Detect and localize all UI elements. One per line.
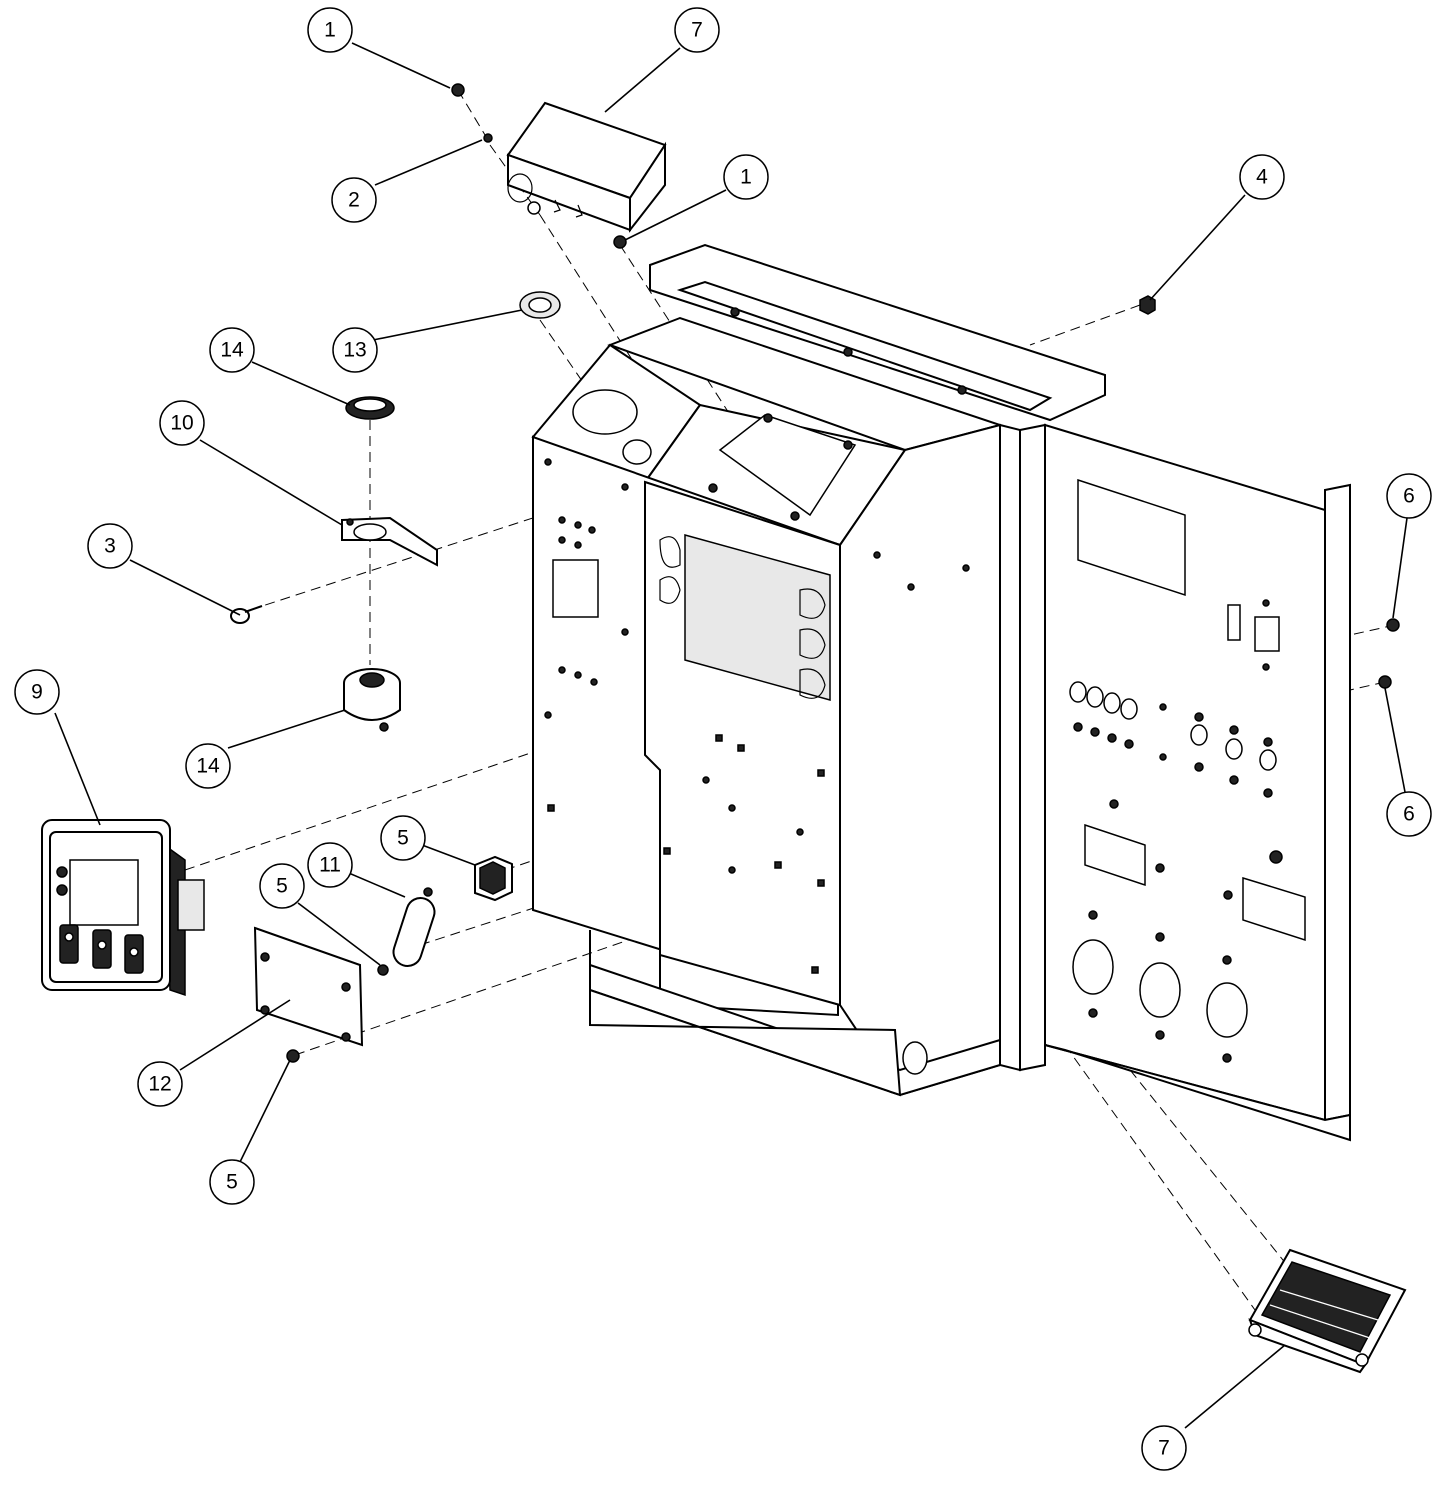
ferrite-part-14-bottom xyxy=(343,668,401,732)
callout-10: 10 xyxy=(159,400,205,446)
callout-5-bottom: 5 xyxy=(209,1159,255,1205)
svg-text:4: 4 xyxy=(1256,166,1268,189)
plate-part-12 xyxy=(253,926,364,1047)
callout-6-top: 6 xyxy=(1386,473,1432,519)
ferrite-part-14-top xyxy=(345,396,395,420)
nut-part-6-top xyxy=(1386,618,1400,632)
nut-part-6-bottom xyxy=(1378,675,1392,689)
svg-text:9: 9 xyxy=(31,681,43,704)
svg-text:11: 11 xyxy=(319,854,341,877)
switch-part-5 xyxy=(474,855,513,902)
svg-text:14: 14 xyxy=(220,339,244,362)
screw-part-1-right xyxy=(613,235,627,249)
callout-13: 13 xyxy=(332,327,378,373)
screw-part-5-left xyxy=(377,964,389,976)
body-holes xyxy=(544,458,825,974)
screw-part-5-bottom xyxy=(286,1049,300,1063)
callout-3: 3 xyxy=(87,523,133,569)
callout-6-bottom: 6 xyxy=(1386,791,1432,837)
svg-text:12: 12 xyxy=(148,1073,171,1096)
callout-5-switch: 5 xyxy=(380,815,426,861)
relay-box-part xyxy=(506,101,667,233)
leader-lines xyxy=(54,42,1408,1429)
callout-14-top: 14 xyxy=(209,327,255,373)
svg-text:5: 5 xyxy=(397,827,409,850)
callout-2: 2 xyxy=(331,177,377,223)
svg-text:2: 2 xyxy=(348,189,360,212)
callout-12: 12 xyxy=(137,1061,183,1107)
svg-text:10: 10 xyxy=(170,412,193,435)
svg-text:6: 6 xyxy=(1403,485,1415,508)
callout-5-left: 5 xyxy=(259,863,305,909)
door-indicator-holes xyxy=(1069,681,1283,864)
callout-4: 4 xyxy=(1239,154,1285,200)
callout-1-right: 1 xyxy=(723,154,769,200)
svg-text:6: 6 xyxy=(1403,803,1415,826)
nut-part-4 xyxy=(1139,295,1156,315)
svg-text:5: 5 xyxy=(226,1171,238,1194)
callout-1-top: 1 xyxy=(307,7,353,53)
callout-14-bottom: 14 xyxy=(185,743,231,789)
svg-text:7: 7 xyxy=(1158,1437,1170,1460)
callout-7-top: 7 xyxy=(674,7,720,53)
svg-text:1: 1 xyxy=(324,19,336,42)
callout-7-bottom: 7 xyxy=(1141,1425,1187,1471)
svg-text:1: 1 xyxy=(740,166,752,189)
svg-text:13: 13 xyxy=(343,339,366,362)
svg-text:7: 7 xyxy=(691,19,703,42)
enclosure-door xyxy=(1044,423,1351,1142)
washer-part-2 xyxy=(483,133,493,143)
svg-text:5: 5 xyxy=(276,875,288,898)
screw-part-3 xyxy=(230,605,263,624)
svg-text:14: 14 xyxy=(196,755,220,778)
controller-part-9 xyxy=(41,819,205,997)
terminal-block-part-7 xyxy=(1248,1248,1407,1374)
callout-9: 9 xyxy=(14,669,60,715)
svg-text:3: 3 xyxy=(104,535,116,558)
bracket-part-10 xyxy=(341,516,438,567)
screw-part-1-top xyxy=(451,83,465,97)
enclosure-box xyxy=(531,243,1106,1097)
cover-part-11 xyxy=(392,887,436,967)
callout-11: 11 xyxy=(307,842,353,888)
